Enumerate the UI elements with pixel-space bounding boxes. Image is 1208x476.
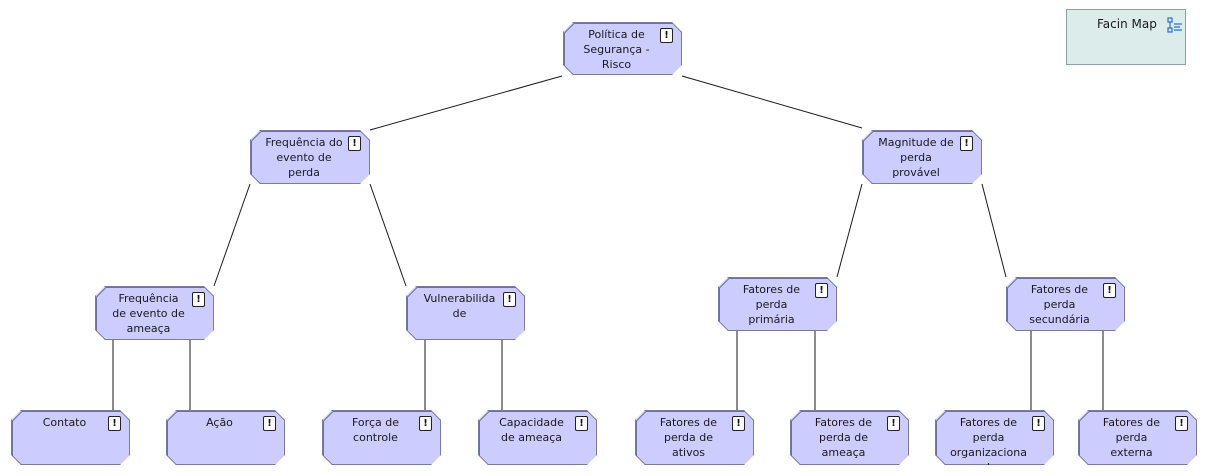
node-label: Força de controle — [352, 416, 399, 444]
node-label: Política de Segurança - Risco — [583, 28, 650, 71]
node-fatores-perda-primaria[interactable]: Fatores de perda primária ! — [718, 277, 837, 331]
node-label: Fatores de perda de ativos — [659, 416, 718, 459]
node-frequencia-evento-perda[interactable]: Frequência do evento de perda ! — [250, 130, 370, 184]
warning-icon[interactable]: ! — [348, 136, 361, 151]
node-label: Fatores de perda de ameaça — [814, 416, 873, 459]
connector-lef-tef — [213, 183, 251, 287]
warning-icon[interactable]: ! — [419, 416, 432, 431]
node-vulnerabilidade[interactable]: Vulnerabilidade ! — [406, 286, 525, 340]
node-contato[interactable]: Contato ! — [11, 410, 130, 465]
warning-icon[interactable]: ! — [1032, 416, 1045, 431]
node-magnitude-perda-provavel[interactable]: Magnitude de perda provável ! — [862, 130, 982, 184]
node-fatores-perda-externa[interactable]: Fatores de perda externa ! — [1078, 410, 1197, 465]
node-fatores-perda-ativos[interactable]: Fatores de perda de ativos ! — [635, 410, 754, 465]
node-fatores-perda-organizacional[interactable]: Fatores de perda organizacional ! — [935, 410, 1054, 465]
connector-lm-plf — [836, 183, 863, 278]
warning-icon[interactable]: ! — [192, 292, 205, 307]
node-label: Ação — [206, 416, 233, 429]
hierarchy-map-icon[interactable] — [1167, 17, 1183, 33]
connector-root-lef — [369, 75, 563, 131]
node-label: Magnitude de perda provável — [878, 136, 954, 179]
node-label: Frequência de evento de ameaça — [112, 292, 185, 335]
warning-icon[interactable]: ! — [503, 292, 516, 307]
node-politica-seguranca-risco[interactable]: Política de Segurança - Risco ! — [563, 22, 682, 75]
node-forca-controle[interactable]: Força de controle ! — [322, 410, 441, 465]
node-label: Contato — [42, 416, 87, 429]
node-label: Capacidade de ameaça — [499, 416, 564, 444]
warning-icon[interactable]: ! — [575, 416, 588, 431]
warning-icon[interactable]: ! — [960, 136, 973, 151]
facin-map-panel[interactable]: Facin Map — [1066, 9, 1186, 65]
facin-map-title: Facin Map — [1097, 17, 1157, 31]
node-label: Fatores de perda externa — [1102, 416, 1161, 459]
node-fatores-perda-secundaria[interactable]: Fatores de perda secundária ! — [1006, 277, 1125, 331]
connector-lef-vuln — [369, 183, 407, 287]
node-label: Fatores de perda primária — [742, 283, 801, 326]
warning-icon[interactable]: ! — [1175, 416, 1188, 431]
node-acao[interactable]: Ação ! — [166, 410, 285, 465]
warning-icon[interactable]: ! — [887, 416, 900, 431]
node-fatores-perda-ameaca[interactable]: Fatores de perda de ameaça ! — [790, 410, 909, 465]
node-label: Vulnerabilidade — [423, 292, 496, 320]
node-label: Fatores de perda secundária — [1029, 283, 1090, 326]
node-capacidade-ameaca[interactable]: Capacidade de ameaça ! — [478, 410, 597, 465]
connector-root-lm — [681, 75, 863, 129]
connector-lm-slf — [981, 183, 1007, 278]
warning-icon[interactable]: ! — [732, 416, 745, 431]
warning-icon[interactable]: ! — [108, 416, 121, 431]
warning-icon[interactable]: ! — [815, 283, 828, 298]
node-frequencia-evento-ameaca[interactable]: Frequência de evento de ameaça ! — [95, 286, 214, 340]
warning-icon[interactable]: ! — [1103, 283, 1116, 298]
node-label: Frequência do evento de perda — [265, 136, 343, 179]
warning-icon[interactable]: ! — [263, 416, 276, 431]
warning-icon[interactable]: ! — [660, 28, 673, 43]
